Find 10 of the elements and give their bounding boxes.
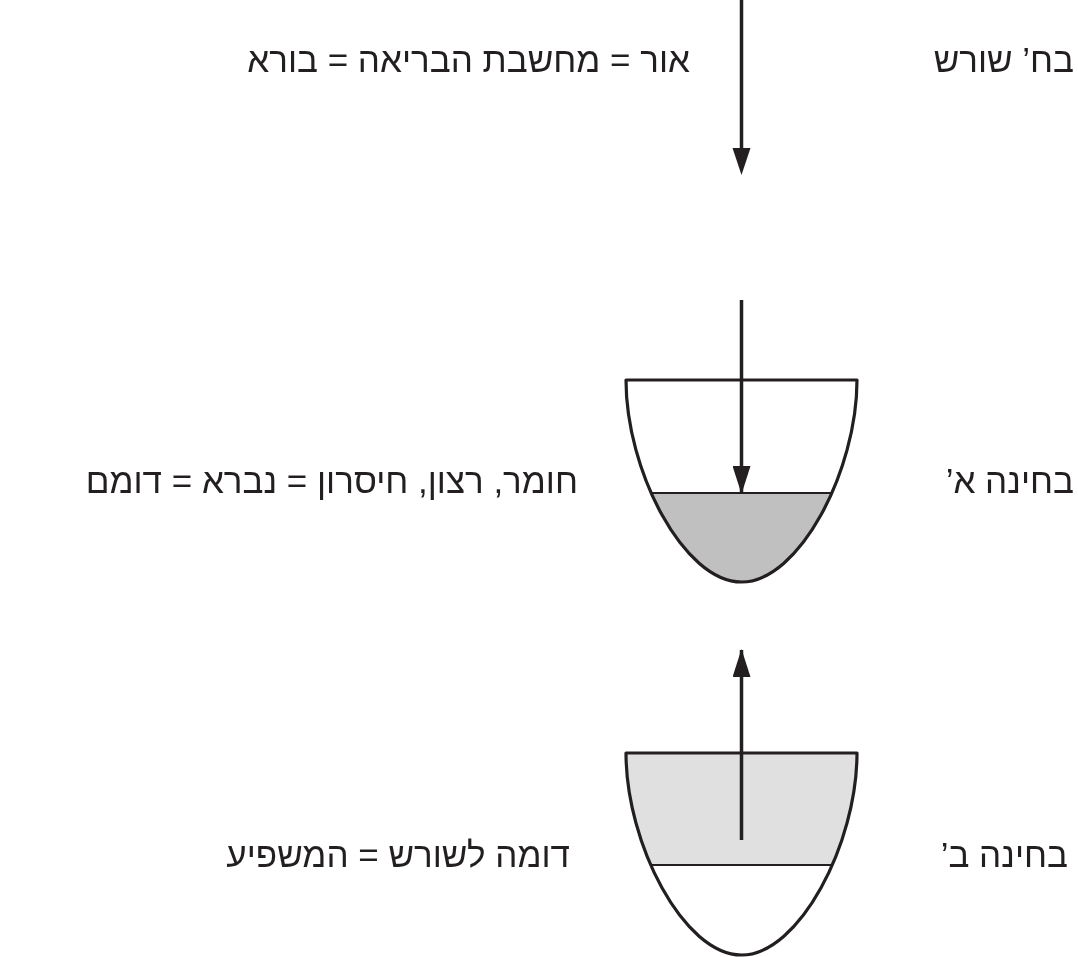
stage-label: בחינה א’ <box>945 461 1074 502</box>
vessel <box>624 751 859 957</box>
stage-label: בחינה ב’ <box>940 835 1068 876</box>
equation-text: חומר, רצון, חיסרון = נברא = דומם <box>85 461 578 502</box>
vessel <box>624 378 859 584</box>
arrow <box>732 300 751 494</box>
equation-text: דומה לשורש = המשפיע <box>226 835 570 876</box>
arrow <box>732 649 751 840</box>
equation-text: אור = מחשבת הבריאה = בורא <box>247 40 690 81</box>
stage-label: בח’ שורש <box>933 40 1074 81</box>
